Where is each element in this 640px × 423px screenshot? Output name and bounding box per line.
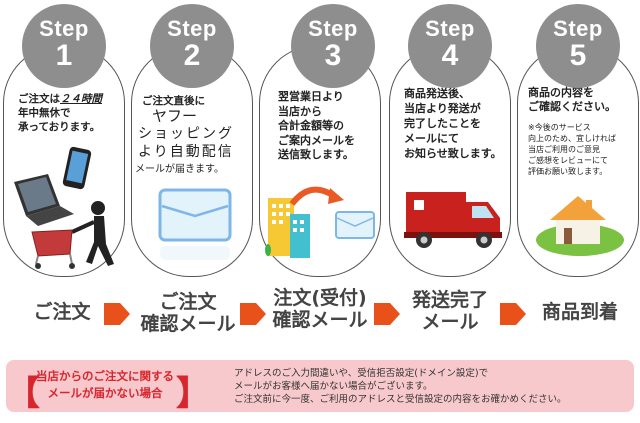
envelope-icon <box>158 188 232 260</box>
notice-title: 当店からのご注文に関する メールが届かない場合 <box>36 369 174 400</box>
step-2-brush-line-2: ショッピング <box>138 126 234 142</box>
delivery-truck-icon <box>404 192 502 248</box>
shopping-cart-devices-icon <box>14 146 114 269</box>
bracket-close: 】 <box>176 374 210 414</box>
step-2-brush-line-1: ヤフー <box>152 107 198 125</box>
step-2-text: ご注文直後に <box>142 95 205 107</box>
step-2-brush-line-4: メールが届きます。 <box>135 164 224 175</box>
flow-arrow-icon <box>374 303 400 325</box>
flow-label-shipped: 発送完了 メール <box>411 289 488 333</box>
bracket-open: 【 <box>6 374 40 414</box>
flow-label-accept-confirm: 注文(受付) 確認メール <box>272 287 368 331</box>
house-icon <box>536 196 624 256</box>
building-to-envelope-icon <box>265 186 375 258</box>
flow-label-order: ご注文 <box>33 301 91 323</box>
step-1-text: ご注文は２４時間 年中無休で 承っております。 <box>18 93 102 133</box>
step-2-brush-line-3: より自動配信 <box>138 144 234 160</box>
order-flow: ご注文 ご注文 確認メール 注文(受付) 確認メール 発送完了 メール 商品到着 <box>0 285 640 345</box>
step-4-text: 商品発送後、 当店より発送が 完了したことを メールにて お知らせ致します。 <box>404 87 502 160</box>
mail-notice-box: 【 当店からのご注文に関する メールが届かない場合 】 アドレスのご入力間違いや… <box>6 360 634 414</box>
step-card-2: ご注文直後に ヤフー ショッピング より自動配信 メールが届きます。 <box>131 45 253 277</box>
flow-arrow-icon <box>240 303 266 325</box>
step-5-text: 商品の内容を ご確認ください。 <box>528 86 616 113</box>
flow-label-arrival: 商品到着 <box>541 301 618 323</box>
step-5-note: ※今後のサービス 向上のため、宜しければ 当店ご利用のご意見 ご感想をレビューに… <box>528 123 616 176</box>
notice-body: アドレスのご入力間違いや、受信拒否設定(ドメイン設定)で メールがお客様へ届かな… <box>234 368 567 405</box>
flow-arrow-icon <box>104 303 130 325</box>
flow-label-order-confirm: ご注文 確認メール <box>140 291 236 335</box>
flow-arrow-icon <box>500 303 526 325</box>
step-3-text: 翌営業日より 当店から 合計金額等の ご案内メールを 送信致します。 <box>278 90 355 161</box>
